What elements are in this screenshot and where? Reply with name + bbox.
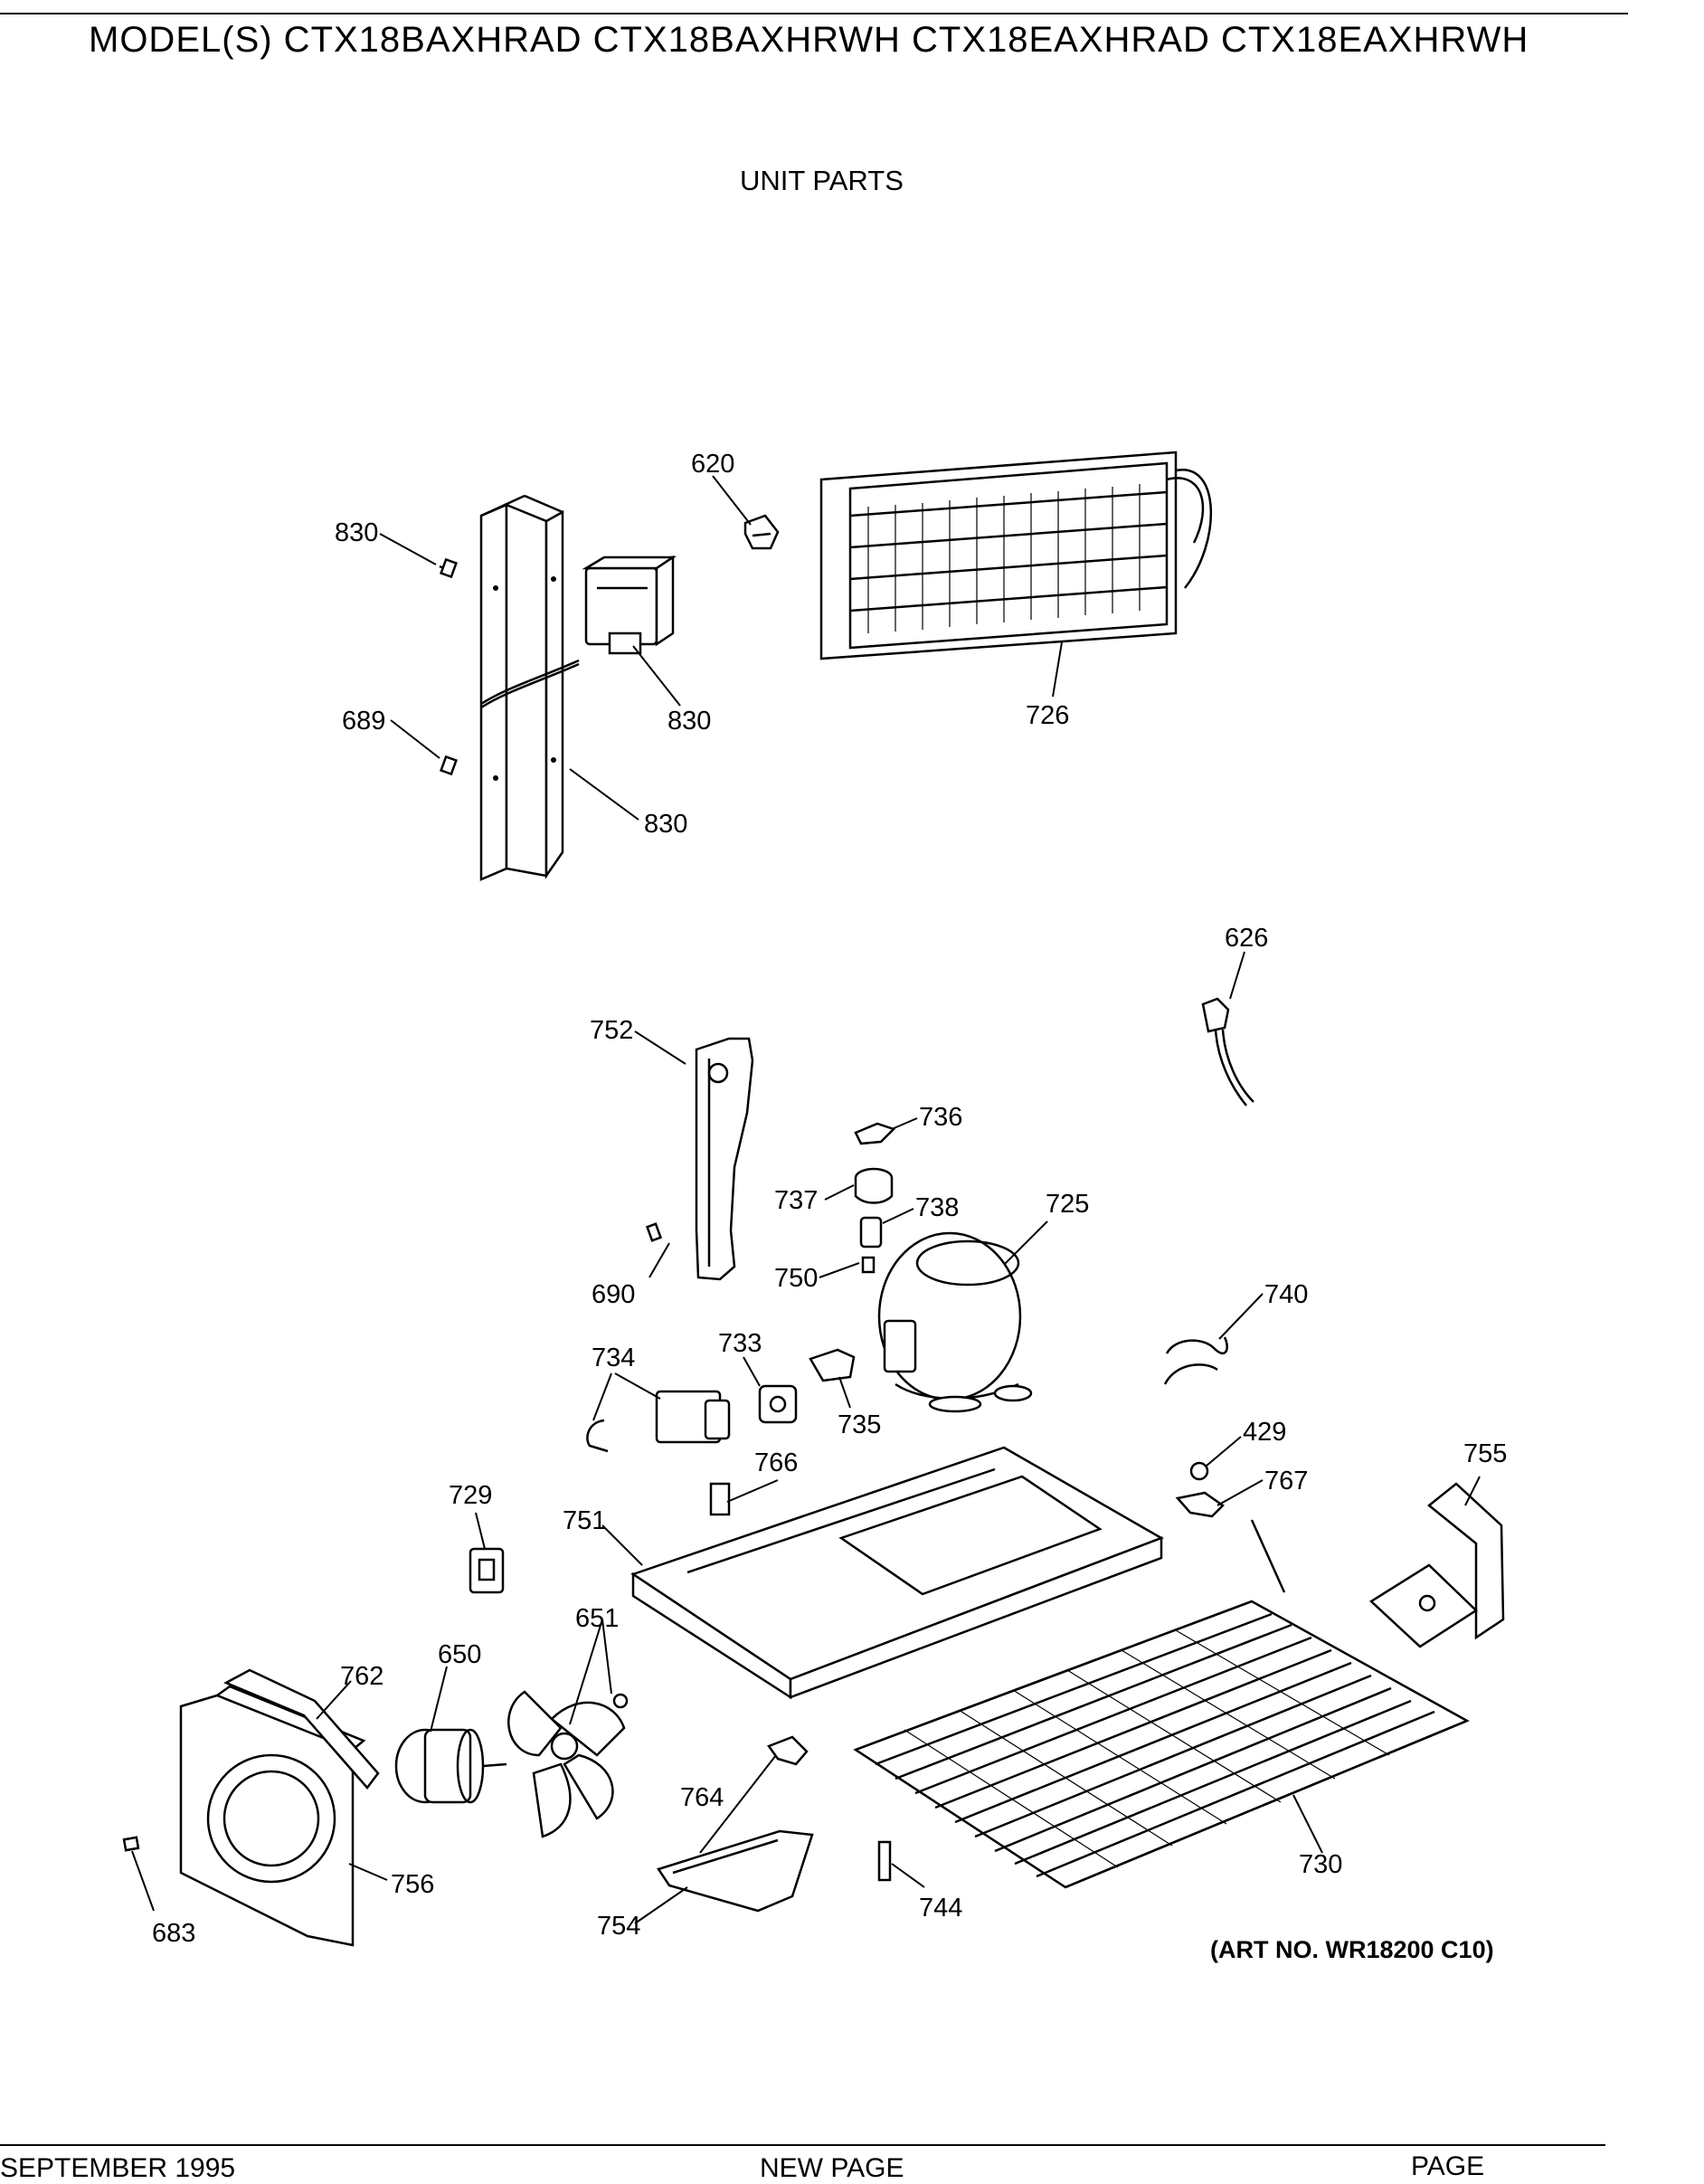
cord-626 <box>1201 997 1254 1106</box>
clip-734 <box>586 1419 609 1453</box>
callout-830-screw: 830 <box>335 518 378 547</box>
bracket-729 <box>469 1547 505 1594</box>
callout-764: 764 <box>680 1783 724 1812</box>
callout-626: 626 <box>1225 924 1268 953</box>
overload-733 <box>758 1384 798 1424</box>
callout-690: 690 <box>592 1280 635 1309</box>
bracket-752 <box>695 1037 754 1281</box>
callout-755: 755 <box>1463 1439 1507 1468</box>
callout-751: 751 <box>563 1506 606 1535</box>
callout-729: 729 <box>449 1481 492 1510</box>
grommet-737 <box>854 1167 894 1204</box>
clip-620 <box>743 514 780 550</box>
screw-690 <box>645 1222 663 1242</box>
callout-738: 738 <box>915 1193 959 1222</box>
relay-overload-734 <box>655 1390 731 1444</box>
callout-429: 429 <box>1243 1418 1286 1447</box>
grommet-736 <box>854 1122 896 1145</box>
fan-motor-650 <box>394 1728 507 1804</box>
callout-756: 756 <box>391 1870 434 1899</box>
evaporator-coil <box>819 451 1213 660</box>
footer-rule <box>0 2144 1605 2146</box>
clip-766 <box>709 1482 731 1516</box>
section-title: UNIT PARTS <box>740 165 904 196</box>
footer-page-label: PAGE <box>1411 2151 1485 2181</box>
pad-755 <box>1368 1482 1505 1648</box>
callout-683: 683 <box>152 1919 195 1948</box>
screw-429 <box>1189 1461 1209 1481</box>
base-pan-751 <box>630 1446 1164 1700</box>
callout-750: 750 <box>774 1264 818 1293</box>
clip-744 <box>877 1840 892 1882</box>
sleeve-738 <box>859 1216 883 1249</box>
callout-830-channel: 830 <box>644 810 687 839</box>
footer-date: SEPTEMBER 1995 <box>0 2153 236 2183</box>
clamp-740 <box>1163 1336 1228 1385</box>
compressor-725 <box>877 1231 1033 1413</box>
callout-726: 726 <box>1026 701 1069 730</box>
callout-767: 767 <box>1264 1467 1308 1496</box>
mounting-channel <box>479 494 580 881</box>
callout-737: 737 <box>774 1186 818 1215</box>
callout-740: 740 <box>1264 1280 1308 1309</box>
callout-650: 650 <box>438 1640 481 1669</box>
callout-733: 733 <box>718 1329 762 1358</box>
screw-683 <box>122 1836 140 1852</box>
screw-750 <box>861 1256 876 1274</box>
bracket-767 <box>1175 1491 1225 1518</box>
fan-blade-651 <box>507 1690 626 1838</box>
callout-762: 762 <box>340 1662 383 1691</box>
model-list: MODEL(S) CTX18BAXHRAD CTX18BAXHRWH CTX18… <box>89 20 1529 60</box>
header-rule <box>0 13 1628 14</box>
callout-752: 752 <box>590 1016 633 1045</box>
callout-651: 651 <box>575 1604 619 1633</box>
callout-735: 735 <box>838 1410 881 1439</box>
callout-620: 620 <box>691 450 734 479</box>
fan-nut-651 <box>612 1693 629 1709</box>
callout-754: 754 <box>597 1912 640 1941</box>
relay-connector <box>582 555 677 655</box>
callout-736: 736 <box>919 1103 962 1132</box>
callout-730: 730 <box>1299 1850 1342 1879</box>
art-number: (ART NO. WR18200 C10) <box>1210 1936 1494 1963</box>
callout-744: 744 <box>919 1894 962 1923</box>
callout-766: 766 <box>754 1448 798 1477</box>
callout-725: 725 <box>1046 1190 1089 1219</box>
shroud-top-762 <box>223 1668 380 1790</box>
drain-pan-754 <box>657 1829 814 1913</box>
callout-830-relay: 830 <box>667 707 711 736</box>
callout-734: 734 <box>592 1344 635 1372</box>
callout-689: 689 <box>342 707 385 736</box>
footer-new-page: NEW PAGE <box>760 2153 904 2183</box>
screw-689 <box>440 755 458 776</box>
condenser-coil-730 <box>853 1519 1470 1889</box>
clip-764 <box>767 1735 809 1766</box>
screw-830 <box>439 557 458 579</box>
cover-735 <box>809 1348 856 1382</box>
